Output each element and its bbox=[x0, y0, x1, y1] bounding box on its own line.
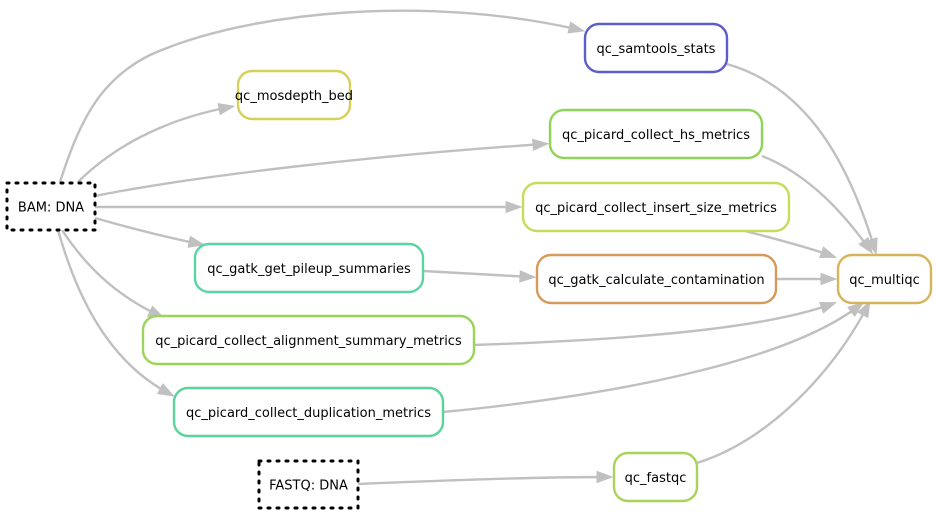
node-qc_fastqc[interactable]: qc_fastqc bbox=[612, 451, 699, 503]
rule-box bbox=[548, 108, 764, 160]
edge-qc_gatk_calculate_contamination-to-qc_multiqc bbox=[776, 272, 838, 286]
node-label: qc_gatk_calculate_contamination bbox=[548, 273, 764, 288]
rule-box bbox=[141, 314, 476, 366]
node-qc_samtools_stats[interactable]: qc_samtools_stats bbox=[583, 22, 729, 74]
edge-bam_dna-to-qc_picard_collect_alignment_summary_metrics bbox=[60, 229, 165, 319]
edge-arrowhead-bam_dna-to-qc_picard_collect_hs_metrics bbox=[532, 138, 550, 151]
edge-qc_picard_collect_hs_metrics-to-qc_multiqc bbox=[761, 154, 874, 255]
edge-qc_gatk_get_pileup_summaries-to-qc_gatk_calculate_contamination bbox=[422, 269, 537, 283]
node-label: BAM: DNA bbox=[18, 201, 84, 216]
input-box bbox=[5, 181, 97, 232]
edge-line bbox=[696, 304, 870, 465]
edge-qc_picard_collect_insert_size_metrics-to-qc_multiqc bbox=[744, 229, 838, 258]
input-box bbox=[257, 459, 360, 510]
edge-line bbox=[94, 216, 201, 246]
node-bam_dna[interactable]: BAM: DNA bbox=[5, 181, 97, 232]
edge-arrowhead-bam_dna-to-qc_samtools_stats bbox=[567, 21, 586, 34]
node-label: qc_mosdepth_bed bbox=[235, 89, 353, 104]
node-qc_picard_collect_hs_metrics[interactable]: qc_picard_collect_hs_metrics bbox=[548, 108, 764, 160]
edge-line bbox=[744, 229, 833, 258]
edge-line bbox=[442, 304, 861, 414]
nodes-layer: BAM: DNA FASTQ: DNA qc_samtools_stats qc_mo… bbox=[5, 22, 933, 510]
edge-line bbox=[761, 154, 871, 251]
node-label: qc_picard_collect_hs_metrics bbox=[562, 128, 750, 143]
node-label: qc_picard_collect_alignment_summary_metr… bbox=[155, 334, 462, 349]
edge-bam_dna-to-qc_mosdepth_bed bbox=[77, 103, 236, 183]
edge-qc_picard_collect_duplication_metrics-to-qc_multiqc bbox=[442, 301, 865, 414]
edge-line bbox=[357, 475, 609, 486]
node-qc_picard_collect_insert_size_metrics[interactable]: qc_picard_collect_insert_size_metrics bbox=[521, 181, 791, 233]
edge-line bbox=[58, 9, 581, 183]
edge-bam_dna-to-qc_picard_collect_duplication_metrics bbox=[56, 229, 175, 397]
node-label: FASTQ: DNA bbox=[269, 479, 348, 494]
edge-arrowhead-fastq_dna-to-qc_fastqc bbox=[596, 470, 614, 484]
node-qc_picard_collect_duplication_metrics[interactable]: qc_picard_collect_duplication_metrics bbox=[172, 386, 445, 438]
rule-box bbox=[583, 22, 729, 74]
node-qc_picard_collect_alignment_summary_metrics[interactable]: qc_picard_collect_alignment_summary_metr… bbox=[141, 314, 476, 366]
edge-arrowhead-qc_gatk_get_pileup_summaries-to-qc_gatk_calculate_contamination bbox=[519, 270, 537, 283]
edge-bam_dna-to-qc_gatk_get_pileup_summaries bbox=[94, 216, 206, 248]
edge-fastq_dna-to-qc_fastqc bbox=[357, 470, 614, 486]
edge-qc_fastqc-to-qc_multiqc bbox=[696, 300, 871, 465]
edge-bam_dna-to-qc_picard_collect_insert_size_metrics bbox=[95, 200, 523, 214]
rule-box bbox=[836, 253, 933, 305]
node-qc_mosdepth_bed[interactable]: qc_mosdepth_bed bbox=[235, 69, 353, 121]
rule-box bbox=[193, 242, 425, 294]
node-label: qc_picard_collect_duplication_metrics bbox=[186, 406, 431, 421]
edges-layer bbox=[56, 9, 878, 486]
edge-arrowhead-qc_picard_collect_hs_metrics-to-qc_multiqc bbox=[858, 237, 874, 255]
edge-arrowhead-qc_gatk_calculate_contamination-to-qc_multiqc bbox=[820, 272, 838, 286]
node-qc_gatk_calculate_contamination[interactable]: qc_gatk_calculate_contamination bbox=[535, 253, 778, 305]
edge-arrowhead-qc_picard_collect_alignment_summary_metrics-to-qc_multiqc bbox=[819, 301, 838, 314]
edge-arrowhead-bam_dna-to-qc_picard_collect_duplication_metrics bbox=[156, 383, 175, 397]
node-qc_multiqc[interactable]: qc_multiqc bbox=[836, 253, 933, 305]
rule-box bbox=[521, 181, 791, 233]
node-qc_gatk_get_pileup_summaries[interactable]: qc_gatk_get_pileup_summaries bbox=[193, 242, 425, 294]
edge-line bbox=[77, 105, 231, 183]
rule-box bbox=[236, 69, 352, 121]
edge-arrowhead-bam_dna-to-qc_picard_collect_insert_size_metrics bbox=[505, 200, 523, 214]
edge-qc_picard_collect_alignment_summary_metrics-to-qc_multiqc bbox=[473, 301, 838, 347]
node-fastq_dna[interactable]: FASTQ: DNA bbox=[257, 459, 360, 510]
edge-line bbox=[726, 62, 877, 251]
node-label: qc_samtools_stats bbox=[597, 42, 716, 57]
edge-bam_dna-to-qc_picard_collect_hs_metrics bbox=[94, 138, 550, 198]
edge-bam_dna-to-qc_samtools_stats bbox=[58, 9, 586, 183]
edge-line bbox=[473, 302, 833, 347]
rule-box bbox=[172, 386, 445, 438]
edge-arrowhead-bam_dna-to-qc_mosdepth_bed bbox=[217, 103, 236, 116]
edge-arrowhead-qc_fastqc-to-qc_multiqc bbox=[857, 300, 871, 319]
rule-box bbox=[535, 253, 778, 305]
node-label: qc_multiqc bbox=[849, 273, 920, 288]
node-label: qc_fastqc bbox=[625, 471, 687, 486]
node-label: qc_gatk_get_pileup_summaries bbox=[207, 262, 411, 277]
edge-line bbox=[56, 229, 171, 396]
node-label: qc_picard_collect_insert_size_metrics bbox=[535, 201, 777, 216]
edge-line bbox=[94, 142, 545, 198]
edge-arrowhead-qc_picard_collect_insert_size_metrics-to-qc_multiqc bbox=[819, 246, 838, 258]
edge-arrowhead-qc_picard_collect_duplication_metrics-to-qc_multiqc bbox=[847, 301, 865, 317]
rule-box bbox=[612, 451, 699, 503]
edge-line bbox=[60, 229, 161, 318]
edge-line bbox=[422, 269, 532, 279]
edge-arrowhead-bam_dna-to-qc_gatk_get_pileup_summaries bbox=[187, 235, 206, 248]
